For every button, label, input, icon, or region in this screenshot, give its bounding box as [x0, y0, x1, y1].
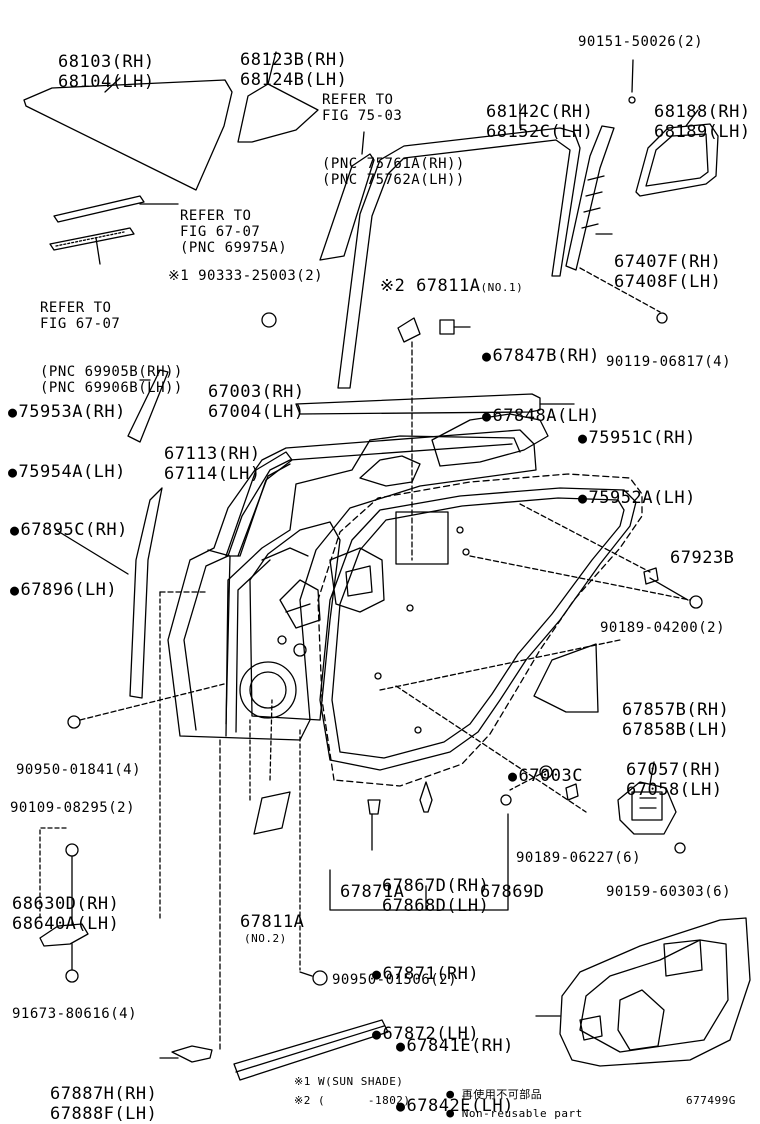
label-67003c: 67003C — [508, 726, 583, 786]
figure-code: 677499G — [686, 1094, 736, 1107]
label-68103: 68103(RH)68104(LH) — [58, 52, 155, 92]
label-68123b: 68123B(RH)68124B(LH) — [240, 50, 348, 90]
label-67847b: 67847B(RH) 67848A(LH) — [482, 306, 600, 426]
non-reusable-marker-67895c: 67895C(RH) — [10, 520, 128, 540]
non-reusable-marker-75953a: 75953A(RH) — [8, 402, 126, 422]
non-reusable-marker-67841e: 67841E(RH) — [396, 1036, 514, 1056]
label-75953a: 75953A(RH) 75954A(LH) — [8, 362, 126, 482]
door-hinge — [39, 923, 89, 947]
label-67895c: 67895C(RH) 67896(LH) — [10, 480, 128, 600]
label-67113: 67113(RH)67114(LH) — [164, 444, 261, 484]
label-90950-01841: 90950-01841(4) — [16, 762, 142, 778]
service-hole-cover — [533, 643, 599, 713]
note-2-legend: ● Non-reusable part — [446, 1106, 583, 1121]
quarter-window — [635, 123, 719, 197]
note-2: ※2 ( -1802) — [294, 1094, 411, 1107]
glass-run — [337, 127, 581, 389]
label-67871a: 67871A — [340, 882, 405, 902]
label-90333: ※1 90333-25003(2) — [168, 268, 324, 284]
label-68188: 68188(RH)68189(LH) — [654, 102, 751, 142]
note-1: ※1 W(SUN SHADE) — [294, 1075, 404, 1088]
non-reusable-marker-75951c: 75951C(RH) — [578, 428, 696, 448]
non-reusable-marker-67003c: 67003C — [508, 766, 583, 786]
non-reusable-marker-67848a: 67848A(LH) — [482, 406, 600, 426]
label-68630d: 68630D(RH)68640A(LH) — [12, 894, 120, 934]
label-67869d: 67869D — [480, 882, 545, 902]
label-90189-06227: 90189-06227(6) — [516, 850, 642, 866]
non-reusable-marker-67871: 67871(RH) — [372, 964, 479, 984]
label-67867d: 67867D(RH)67868D(LH) — [382, 876, 490, 916]
label-90950-01506: 90950-01506(2) — [332, 972, 458, 988]
note-1-legend: ● 再使用不可部品 — [446, 1087, 543, 1102]
scuff-strip — [233, 1019, 389, 1081]
label-90119: 90119-06817(4) — [606, 354, 732, 370]
quarter-glass — [237, 83, 319, 143]
non-reusable-marker-75952a: 75952A(LH) — [578, 488, 696, 508]
label-90189-04200: 90189-04200(2) — [600, 620, 726, 636]
legend-dot: ● — [446, 1087, 455, 1102]
non-reusable-marker-67842e: 67842E(LH) — [396, 1096, 514, 1116]
label-67003: 67003(RH)67004(LH) — [208, 382, 305, 422]
weatherstrip — [319, 487, 637, 771]
label-91673: 91673-80616(4) — [12, 1006, 138, 1022]
door-glass — [23, 79, 233, 191]
legend-dot: ● — [446, 1106, 455, 1121]
label-67923b: 67923B — [670, 548, 735, 568]
label-67057: 67057(RH)67058(LH) — [626, 760, 723, 800]
label-67887h: 67887H(RH)67888F(LH) — [50, 1084, 158, 1124]
label-90159: 90159-60303(6) — [606, 884, 732, 900]
label-68142c: 68142C(RH)68152C(LH) — [486, 102, 594, 142]
non-reusable-marker-67896: 67896(LH) — [10, 580, 128, 600]
label-67407f: 67407F(RH)67408F(LH) — [614, 252, 722, 292]
label-67811a-no1: ※2 67811A(NO.1) — [379, 276, 524, 296]
door-trim-panel — [559, 917, 751, 1067]
label-75951c: 75951C(RH) 75952A(LH) — [578, 388, 696, 508]
label-67811a-no2: 67811A(NO.2) — [240, 912, 305, 945]
label-90151: 90151-50026(2) — [578, 34, 704, 50]
label-67841e: 67841E(RH) 67842E(LH) — [396, 996, 514, 1116]
door-lock — [617, 781, 677, 835]
label-90109: 90109-08295(2) — [10, 800, 136, 816]
label-67857b: 67857B(RH)67858B(LH) — [622, 700, 730, 740]
non-reusable-marker-67847b: 67847B(RH) — [482, 346, 600, 366]
non-reusable-marker-75954a: 75954A(LH) — [8, 462, 126, 482]
